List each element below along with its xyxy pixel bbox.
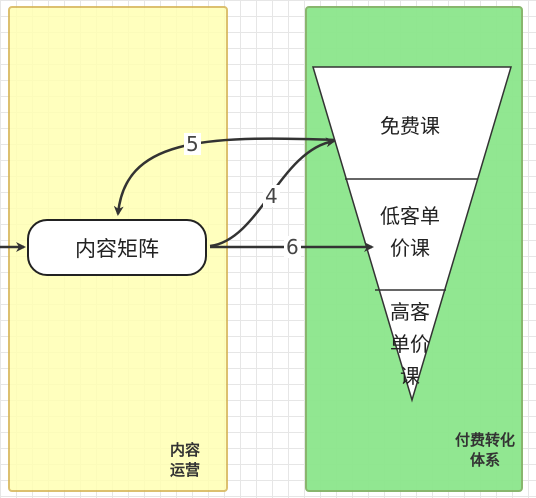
funnel-tier-low-price-course: 低客单 价课 <box>380 204 440 260</box>
content-matrix-node[interactable]: 内容矩阵 <box>27 219 207 276</box>
funnel-tier-high-price-course: 高客 单价 课 <box>390 300 430 388</box>
funnel-shape <box>311 66 513 403</box>
content-ops-lane-label: 内容 运营 <box>169 441 200 479</box>
edge-4-label: 4 <box>263 184 280 208</box>
paid-conversion-lane-label: 付费转化 体系 <box>454 431 515 469</box>
edge-6-label: 6 <box>284 235 301 259</box>
edge-5-label: 5 <box>184 132 201 156</box>
funnel-tier-free-course: 免费课 <box>380 114 440 138</box>
edge-5 <box>113 137 336 216</box>
